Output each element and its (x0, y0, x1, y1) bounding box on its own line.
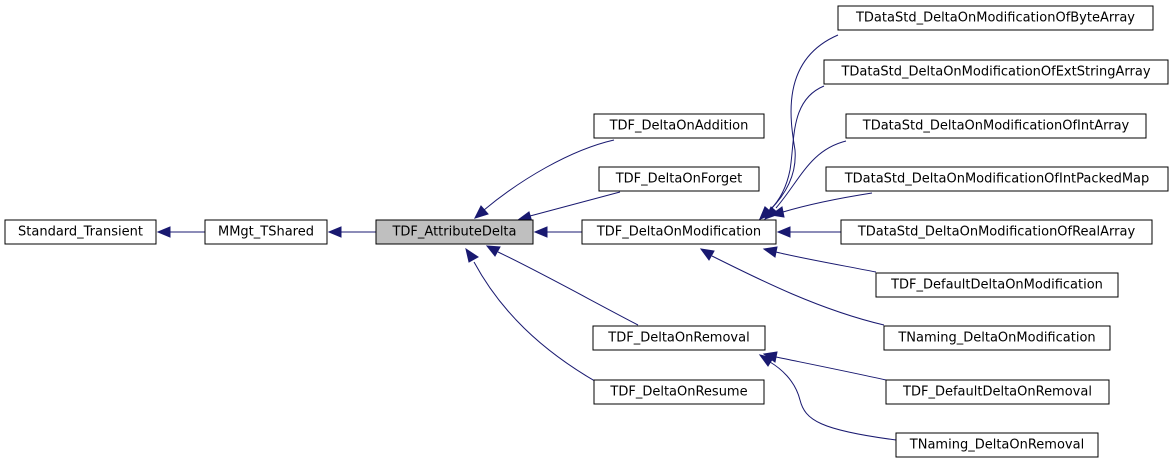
node-label: TDataStd_DeltaOnModificationOfByteArray (855, 11, 1135, 26)
edge-deltaonaddition-to-attributedelta (474, 139, 615, 219)
node-tdatastd-deltaonmodificationofintpackedmap[interactable]: TDataStd_DeltaOnModificationOfIntPackedM… (825, 166, 1169, 192)
node-tdf-defaultdeltaonmodification[interactable]: TDF_DefaultDeltaOnModification (875, 272, 1119, 298)
node-label: TNaming_DeltaOnRemoval (909, 438, 1084, 453)
node-mmgt-tshared[interactable]: MMgt_TShared (204, 219, 328, 245)
edge-extstringarray-to-deltaonmodification (759, 85, 825, 220)
node-tdf-deltaonremoval[interactable]: TDF_DeltaOnRemoval (592, 325, 766, 351)
node-label: TDF_DefaultDeltaOnModification (890, 278, 1103, 293)
edge-deltaonresume-to-attributedelta (465, 247, 601, 385)
node-tdf-deltaonmodification[interactable]: TDF_DeltaOnModification (581, 219, 777, 245)
edge-deltaonremoval-to-attributedelta (485, 245, 639, 326)
edge-intpackedmap-to-deltaonmodification (769, 192, 873, 218)
node-tdatastd-deltaonmodificationofbytearray[interactable]: TDataStd_DeltaOnModificationOfByteArray (837, 5, 1154, 31)
node-tdatastd-deltaonmodificationofextstringarray[interactable]: TDataStd_DeltaOnModificationOfExtStringA… (823, 59, 1169, 85)
node-label: TNaming_DeltaOnModification (897, 331, 1095, 346)
edge-defaultdeltaonmodification-to-deltaonmodification (762, 246, 877, 273)
edge-attributedelta-to-mmgt-tshared (327, 226, 376, 238)
node-tdf-defaultdeltaonremoval[interactable]: TDF_DefaultDeltaOnRemoval (885, 379, 1110, 405)
node-label: TDF_DeltaOnResume (609, 385, 747, 400)
edge-mmgt-tshared-to-standard-transient (156, 226, 205, 238)
node-tnaming-deltaonremoval[interactable]: TNaming_DeltaOnRemoval (895, 432, 1099, 458)
edge-deltaonmodification-to-attributedelta (533, 226, 582, 238)
edge-intarray-to-deltaonmodification (763, 140, 847, 220)
node-tdf-deltaonaddition[interactable]: TDF_DeltaOnAddition (593, 113, 765, 139)
node-label: Standard_Transient (18, 225, 143, 240)
node-label: TDataStd_DeltaOnModificationOfIntArray (862, 119, 1130, 134)
edge-deltaonforget-to-attributedelta (516, 191, 621, 223)
node-label: TDF_DeltaOnAddition (609, 119, 749, 134)
node-label: MMgt_TShared (218, 225, 314, 240)
node-label: TDF_DeltaOnModification (596, 225, 761, 240)
node-tdf-attributedelta[interactable]: TDF_AttributeDelta (375, 219, 534, 245)
edge-tnamingdeltaonremoval-to-deltaonremoval (758, 354, 897, 441)
node-label: TDF_DeltaOnForget (615, 172, 743, 187)
node-standard-transient[interactable]: Standard_Transient (4, 219, 157, 245)
edge-defaultdeltaonremoval-to-deltaonremoval (762, 351, 887, 381)
node-label: TDF_AttributeDelta (391, 225, 516, 240)
node-tdf-deltaonresume[interactable]: TDF_DeltaOnResume (593, 379, 765, 405)
node-tnaming-deltaonmodification[interactable]: TNaming_DeltaOnModification (883, 325, 1111, 351)
node-tdatastd-deltaonmodificationofrealarray[interactable]: TDataStd_DeltaOnModificationOfRealArray (840, 219, 1153, 245)
node-tdf-deltaonforget[interactable]: TDF_DeltaOnForget (598, 166, 760, 192)
node-label: TDataStd_DeltaOnModificationOfExtStringA… (840, 65, 1150, 80)
edge-tnamingdeltaonmodification-to-deltaonmodification (699, 248, 885, 326)
node-label: TDF_DeltaOnRemoval (607, 331, 749, 346)
node-label: TDataStd_DeltaOnModificationOfIntPackedM… (844, 172, 1150, 187)
node-tdatastd-deltaonmodificationofintarray[interactable]: TDataStd_DeltaOnModificationOfIntArray (845, 113, 1147, 139)
node-label: TDF_DefaultDeltaOnRemoval (902, 385, 1092, 400)
edge-realarray-to-deltaonmodification (776, 226, 841, 238)
node-label: TDataStd_DeltaOnModificationOfRealArray (857, 225, 1136, 240)
